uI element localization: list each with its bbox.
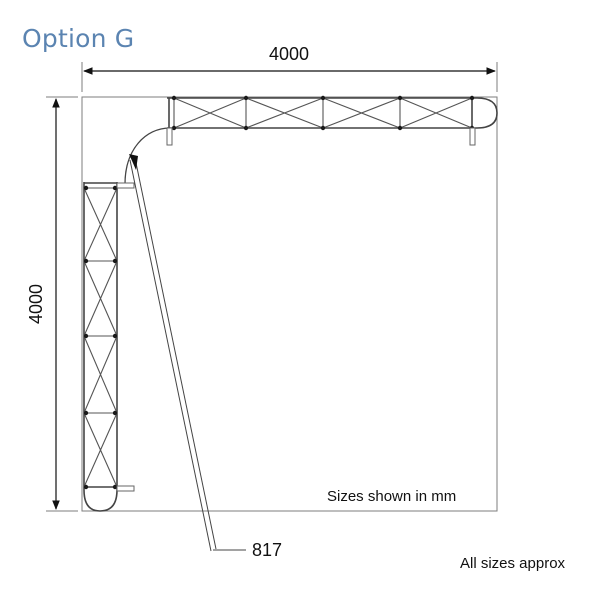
left-truss (83, 182, 135, 512)
units-note: Sizes shown in mm (327, 488, 456, 505)
left-truss-end-cap (83, 489, 118, 512)
top-truss-foot-left (166, 127, 173, 146)
left-truss-foot-top (116, 182, 135, 189)
curved-corner-panel (124, 127, 171, 185)
approx-note: All sizes approx (460, 555, 566, 572)
top-truss (166, 95, 498, 146)
top-truss-end-cap (476, 97, 498, 129)
curve-dimension-label: 817 (252, 540, 282, 560)
left-dimension-label: 4000 (26, 284, 46, 324)
option-title: Option G (22, 24, 135, 53)
left-truss-foot-bottom (116, 485, 135, 492)
curve-leader (129, 154, 246, 552)
top-truss-foot-right (469, 127, 476, 146)
top-dimension-label: 4000 (269, 44, 309, 64)
footprint-outline (81, 96, 498, 512)
